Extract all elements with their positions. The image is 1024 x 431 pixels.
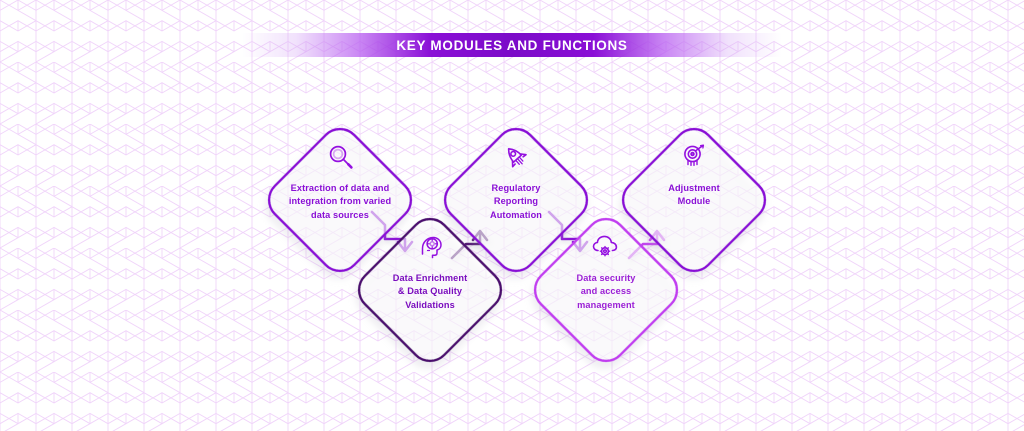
title-banner: KEY MODULES AND FUNCTIONS — [242, 33, 782, 57]
page-title: KEY MODULES AND FUNCTIONS — [396, 37, 628, 53]
